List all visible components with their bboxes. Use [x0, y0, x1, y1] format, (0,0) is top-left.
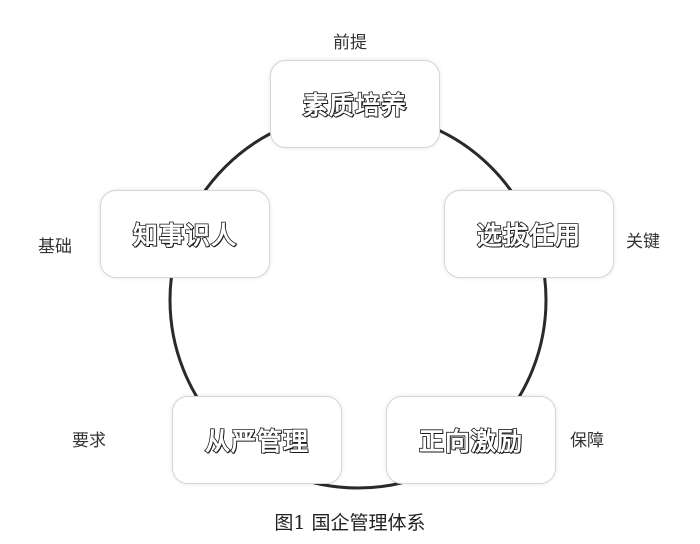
side-label-jichu: 基础 [38, 237, 72, 257]
side-label-baozhang: 保障 [570, 431, 604, 451]
figure-caption: 图1 国企管理体系 [274, 512, 426, 534]
node-congyan-guanli: 从严管理 [172, 396, 342, 484]
side-label-qianti: 前提 [333, 33, 367, 53]
node-label: 选拔任用 [476, 220, 581, 251]
node-label: 正向激励 [418, 426, 523, 457]
node-suzhi-peiyang: 素质培养 [270, 60, 440, 148]
side-label-guanjian: 关键 [626, 232, 660, 252]
side-label-yaoqiu: 要求 [72, 431, 106, 451]
node-label: 素质培养 [302, 90, 407, 121]
node-zhengxiang-jili: 正向激励 [386, 396, 556, 484]
node-zhishi-shiren: 知事识人 [100, 190, 270, 278]
node-label: 从严管理 [204, 426, 309, 457]
node-xuanba-renyong: 选拔任用 [444, 190, 614, 278]
node-label: 知事识人 [132, 220, 237, 251]
